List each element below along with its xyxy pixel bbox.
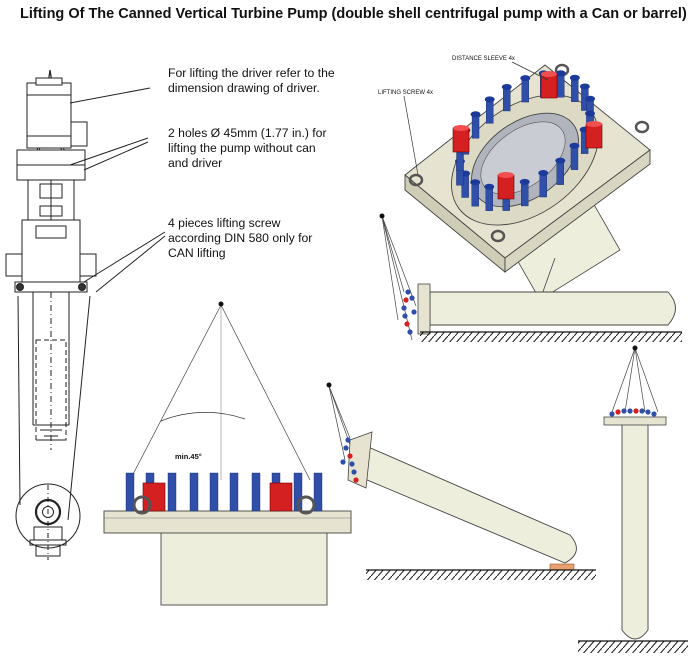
distance-sleeve-label: DISTANCE SLEEVE 4x xyxy=(452,56,515,62)
flange-isometric-view: DISTANCE SLEEVE 4x LIFTING SCREW 4x xyxy=(378,56,651,301)
bolt xyxy=(349,461,355,467)
bolt xyxy=(409,295,415,301)
distance-sleeve xyxy=(452,71,603,200)
page-title: Lifting Of The Canned Vertical Turbine P… xyxy=(20,6,687,22)
bolt xyxy=(555,70,566,98)
bolt xyxy=(615,409,621,415)
bolt xyxy=(351,469,357,475)
bolt xyxy=(501,83,512,112)
note-line: 4 pieces lifting screw xyxy=(168,216,281,230)
note-line: CAN lifting xyxy=(168,246,226,260)
note-line: dimension drawing of driver. xyxy=(168,81,320,95)
vertical-can-lift xyxy=(578,345,688,653)
bolt xyxy=(403,297,409,303)
lifting-screw-label: LIFTING SCREW 4x xyxy=(378,90,433,96)
bolt xyxy=(251,472,261,512)
bolt xyxy=(569,142,580,170)
bolt xyxy=(345,437,351,443)
note-line: 2 holes Ø 45mm (1.77 in.) for xyxy=(168,126,327,140)
bolt xyxy=(343,445,349,451)
bolt xyxy=(189,472,199,512)
note-line: lifting the pump without can xyxy=(168,141,316,155)
bolt xyxy=(470,179,481,207)
note-driver-lifting: For lifting the driver refer to the dime… xyxy=(168,66,335,96)
bolt xyxy=(401,305,407,311)
bolt xyxy=(555,157,566,185)
bolt xyxy=(407,329,413,335)
bolt xyxy=(484,183,495,211)
bolt xyxy=(313,472,323,512)
bolt xyxy=(347,453,353,459)
inclined-can-lift xyxy=(326,382,596,580)
bolt xyxy=(519,178,530,207)
min-angle-label: min.45° xyxy=(175,452,202,461)
bolt xyxy=(404,321,410,327)
bolt xyxy=(229,472,239,512)
bolt xyxy=(340,459,346,465)
bolt xyxy=(470,111,481,139)
bolt xyxy=(402,313,408,319)
bolt xyxy=(484,96,495,124)
pump-schematic xyxy=(5,69,166,560)
horizontal-can-lift xyxy=(379,213,682,342)
bolt xyxy=(293,472,303,512)
bolt xyxy=(651,411,657,417)
bolt xyxy=(621,408,627,414)
front-distance-sleeve xyxy=(269,482,293,512)
bolt xyxy=(645,409,651,415)
bolt xyxy=(520,75,531,103)
note-lifting-holes: 2 holes Ø 45mm (1.77 in.) for lifting th… xyxy=(168,126,327,171)
bolt xyxy=(569,74,580,102)
front-lifting-eye xyxy=(132,495,316,515)
bolt xyxy=(167,472,177,512)
bolt xyxy=(639,408,645,414)
front-view-flange: min.45° xyxy=(103,301,352,606)
note-line: For lifting the driver refer to the xyxy=(168,66,335,80)
bolt xyxy=(411,309,417,315)
bolt xyxy=(633,408,639,414)
bolt xyxy=(209,472,219,512)
bolt xyxy=(405,289,411,295)
note-lifting-screws: 4 pieces lifting screw according DIN 580… xyxy=(168,216,312,261)
bolt xyxy=(125,472,135,512)
bolt xyxy=(353,477,359,483)
bolt xyxy=(609,411,615,417)
bolt xyxy=(627,408,633,414)
bolt xyxy=(538,170,549,198)
note-line: according DIN 580 only for xyxy=(168,231,313,245)
note-line: and driver xyxy=(168,156,223,170)
